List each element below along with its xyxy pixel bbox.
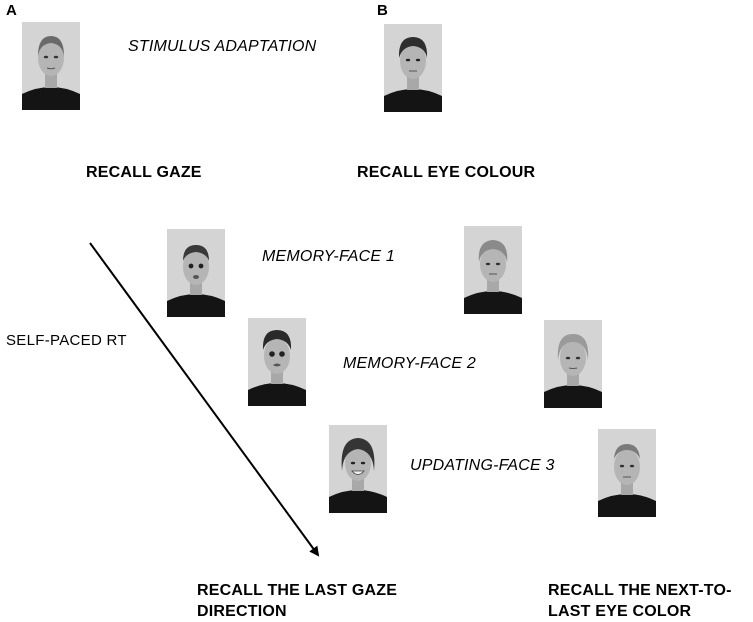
recall-last-gaze-line-1: RECALL THE LAST GAZE <box>197 582 398 599</box>
face-photo-b-memory-1 <box>464 226 522 314</box>
face-photo-a-adaptation <box>22 22 80 110</box>
updating-face-3-label: UPDATING-FACE 3 <box>410 457 555 474</box>
face-photo-a-updating-3 <box>329 425 387 513</box>
recall-gaze-label: RECALL GAZE <box>86 164 202 181</box>
memory-face-2-label: MEMORY-FACE 2 <box>343 355 476 372</box>
panel-label-a: A <box>6 2 17 19</box>
recall-next-to-last-line-2: LAST EYE COLOR <box>548 603 692 620</box>
memory-face-1-label: MEMORY-FACE 1 <box>262 248 395 265</box>
panel-label-b: B <box>377 2 388 19</box>
recall-last-gaze-label: RECALL THE LAST GAZE DIRECTION <box>197 580 397 622</box>
self-paced-rt-label: SELF-PACED RT <box>6 332 127 349</box>
face-photo-a-memory-1 <box>167 229 225 317</box>
recall-eye-colour-label: RECALL EYE COLOUR <box>357 164 536 181</box>
face-photo-b-adaptation <box>384 24 442 112</box>
stimulus-adaptation-label: STIMULUS ADAPTATION <box>128 38 317 55</box>
recall-next-to-last-label: RECALL THE NEXT-TO- LAST EYE COLOR <box>548 580 732 622</box>
arrow-line <box>89 242 320 557</box>
face-photo-b-updating-3 <box>598 429 656 517</box>
face-photo-b-memory-2 <box>544 320 602 408</box>
recall-next-to-last-line-1: RECALL THE NEXT-TO- <box>548 582 732 599</box>
recall-last-gaze-line-2: DIRECTION <box>197 603 287 620</box>
face-photo-a-memory-2 <box>248 318 306 406</box>
